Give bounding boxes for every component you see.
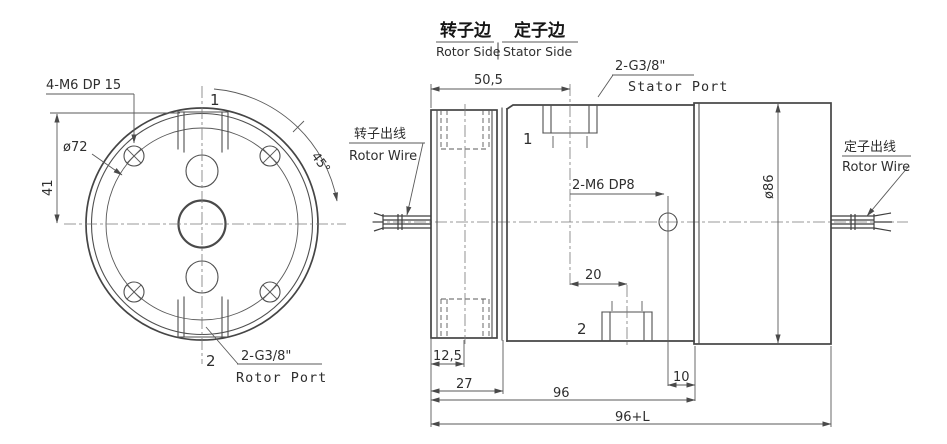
rotor-side-en-label: Rotor Side [436,44,501,59]
stator-side-cn-label: 定子边 [514,20,566,41]
rotor-side-cn-label: 转子边 [440,20,492,41]
rotor-port-spec-label: 2-G3/8" [241,349,291,364]
side-view-geometry [349,41,911,427]
dim-96L-label: 96+L [615,410,650,425]
front-thread-spec-label: 4-M6 DP 15 [46,78,121,93]
stator-body [693,102,832,345]
side-port-2-label: 2 [577,320,587,338]
stator-side-en-label: Stator Side [503,44,572,59]
dim-50-5-label: 50,5 [474,73,503,88]
side-port-1-label: 1 [523,130,533,148]
bolt-hole [123,145,145,167]
angle-45-label: 45° [309,149,334,176]
stator-port-name-label: Stator Port [628,79,728,95]
dim-41-label: 41 [41,179,56,196]
dim-27-label: 27 [456,377,473,392]
side-view-labels: 转子边 定子边 Rotor Side Stator Side 50,5 2-G3… [349,20,910,425]
dim-96-label: 96 [553,386,570,401]
bolt-hole [259,281,281,303]
bolt-hole [123,281,145,303]
rotor-wire-bundle [373,212,431,232]
rotor-port-name-label: Rotor Port [236,370,327,386]
m6-spec-label: 2-M6 DP8 [572,178,635,193]
bolt-circle-dia-label: ø72 [63,140,88,155]
dim-12-5-label: 12,5 [433,349,462,364]
rotor-wire-cn-label: 转子出线 [354,127,406,142]
dim-10-label: 10 [673,370,690,385]
bolt-hole [259,145,281,167]
body-dia-label: ø86 [762,175,777,200]
front-view-geometry [46,86,346,365]
stator-wire-bundle [831,212,892,232]
front-view-labels: 4-M6 DP 15 ø72 41 45° 1 2 2-G3/8" Rotor … [41,78,334,386]
front-port-1-label: 1 [210,91,220,109]
stator-wire-en-label: Rotor Wire [842,160,910,175]
dim-20-label: 20 [585,268,602,283]
angle-dimension-arc [213,88,339,202]
stator-port-spec-label: 2-G3/8" [615,59,665,74]
rotor-wire-en-label: Rotor Wire [349,149,417,164]
front-port-2-label: 2 [206,352,216,370]
stator-wire-cn-label: 定子出线 [844,140,896,155]
